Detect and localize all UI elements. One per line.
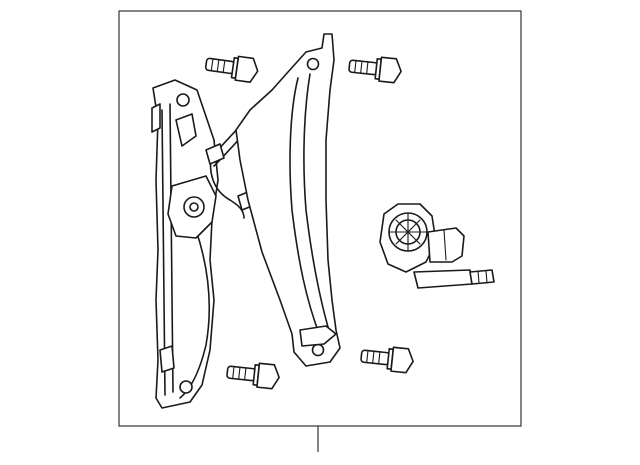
bolt-icon xyxy=(226,362,280,390)
window-regulator-icon xyxy=(151,33,341,409)
bolt-icon xyxy=(348,56,402,84)
bolt-icon xyxy=(204,55,259,84)
bolt-icon xyxy=(360,346,414,374)
regulator-motor-icon xyxy=(379,203,495,289)
